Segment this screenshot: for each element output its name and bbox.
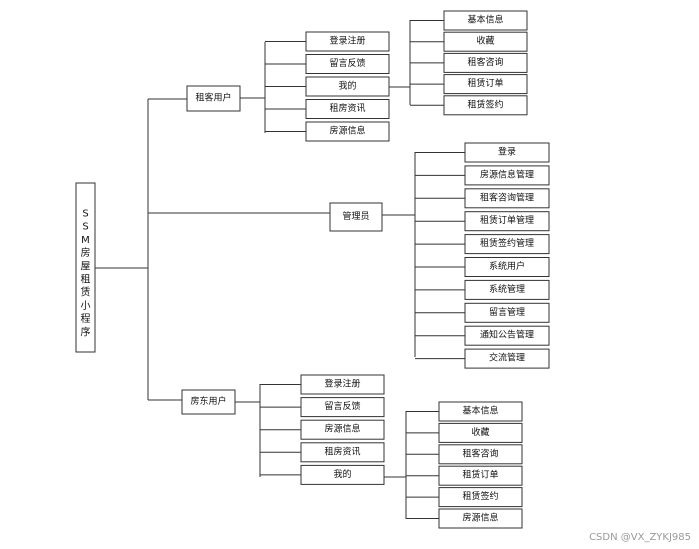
admin-item-label: 交流管理 bbox=[489, 352, 525, 364]
root-label-char: 屋 bbox=[81, 260, 91, 272]
landlord-item: 我的 bbox=[300, 464, 385, 485]
landlord-my-item: 租赁签约 bbox=[438, 487, 523, 508]
tenant-my-item: 租客咨询 bbox=[443, 52, 528, 73]
root-label-char: S bbox=[82, 209, 88, 220]
root-label-char: 序 bbox=[81, 325, 91, 338]
root-label-char: M bbox=[81, 235, 90, 246]
landlord-item-label: 留言反馈 bbox=[324, 400, 360, 412]
admin-item-label: 房源信息管理 bbox=[480, 168, 534, 180]
tenant-item-label: 登录注册 bbox=[329, 35, 365, 47]
admin-item-label: 租赁签约管理 bbox=[480, 237, 534, 249]
tenant-item: 我的 bbox=[305, 76, 390, 97]
tenant-my-item: 租赁签约 bbox=[443, 95, 528, 116]
admin-branch: 管理员 登录房源信息管理租客咨询管理租赁订单管理租赁签约管理系统用户系统管理留言… bbox=[329, 142, 550, 369]
tenant-my-item-label: 基本信息 bbox=[467, 14, 503, 26]
admin-item-label: 登录 bbox=[498, 147, 516, 158]
admin-item-label: 通知公告管理 bbox=[480, 329, 534, 341]
root-label-char: 赁 bbox=[81, 286, 91, 299]
landlord-item: 租房资讯 bbox=[300, 442, 385, 463]
landlord-item-label: 房源信息 bbox=[324, 423, 360, 435]
landlord-my-item-label: 收藏 bbox=[471, 426, 489, 438]
admin-item: 系统管理 bbox=[464, 279, 550, 300]
landlord-my-item-label: 租赁订单 bbox=[462, 469, 498, 481]
tenant-item: 房源信息 bbox=[305, 121, 390, 142]
landlord-item-label: 登录注册 bbox=[324, 378, 360, 390]
landlord-my-item: 租客咨询 bbox=[438, 444, 523, 465]
admin-item: 登录 bbox=[464, 142, 550, 163]
tenant-item-label: 留言反馈 bbox=[329, 57, 365, 69]
tenant-item-label: 我的 bbox=[338, 80, 356, 92]
admin-item-label: 租客咨询管理 bbox=[480, 191, 534, 203]
landlord-my-item-label: 房源信息 bbox=[462, 512, 498, 524]
root-label-char: S bbox=[82, 222, 88, 233]
root-label-char: 租 bbox=[81, 273, 91, 286]
tenant-my-item: 收藏 bbox=[443, 31, 528, 52]
tenant-my-item-label: 收藏 bbox=[476, 35, 494, 47]
tenant-my-item: 租赁订单 bbox=[443, 74, 528, 95]
tenant-node bbox=[186, 85, 241, 112]
tenant-my-item: 基本信息 bbox=[443, 10, 528, 31]
landlord-my-item-label: 租赁签约 bbox=[462, 490, 498, 502]
admin-label: 管理员 bbox=[342, 210, 369, 222]
tenant-my-item-label: 租赁订单 bbox=[467, 77, 503, 89]
root-label-char: 小 bbox=[81, 300, 91, 312]
admin-item: 系统用户 bbox=[464, 257, 550, 277]
tenant-my-item-label: 租赁签约 bbox=[467, 98, 503, 110]
admin-item: 通知公告管理 bbox=[464, 325, 550, 346]
admin-item-label: 留言管理 bbox=[489, 306, 525, 318]
admin-node bbox=[329, 202, 383, 232]
tenant-item: 留言反馈 bbox=[305, 54, 390, 74]
landlord-my-item: 收藏 bbox=[438, 422, 523, 443]
landlord-item: 留言反馈 bbox=[300, 397, 385, 418]
admin-item: 交流管理 bbox=[464, 348, 550, 369]
tenant-item-label: 房源信息 bbox=[329, 125, 365, 137]
tenant-item: 租房资讯 bbox=[305, 99, 390, 119]
root-label-char: 程 bbox=[81, 313, 91, 325]
admin-item: 租赁订单管理 bbox=[464, 211, 550, 232]
admin-item: 留言管理 bbox=[464, 302, 550, 323]
watermark: CSDN @VX_ZYKJ985 bbox=[589, 532, 691, 543]
tenant-item-label: 租房资讯 bbox=[329, 102, 365, 114]
landlord-item-label: 租房资讯 bbox=[324, 445, 360, 457]
landlord-my-item: 租赁订单 bbox=[438, 465, 523, 486]
tenant-label: 租客用户 bbox=[195, 92, 231, 104]
admin-item-label: 系统管理 bbox=[489, 283, 525, 295]
landlord-item: 房源信息 bbox=[300, 419, 385, 440]
landlord-item: 登录注册 bbox=[300, 374, 385, 395]
admin-item-label: 系统用户 bbox=[489, 260, 525, 272]
tenant-my-item-label: 租客咨询 bbox=[467, 56, 503, 68]
admin-item: 租客咨询管理 bbox=[464, 188, 550, 209]
landlord-item-label: 我的 bbox=[333, 468, 351, 480]
admin-items: 登录房源信息管理租客咨询管理租赁订单管理租赁签约管理系统用户系统管理留言管理通知… bbox=[415, 142, 550, 369]
landlord-my-item-label: 基本信息 bbox=[462, 405, 498, 417]
admin-item: 房源信息管理 bbox=[464, 165, 550, 186]
admin-item: 租赁签约管理 bbox=[464, 234, 550, 255]
root-label-char: 房 bbox=[81, 246, 91, 259]
admin-item-label: 租赁订单管理 bbox=[480, 214, 534, 226]
landlord-my-item-label: 租客咨询 bbox=[462, 447, 498, 459]
tenant-item: 登录注册 bbox=[305, 31, 390, 52]
root-connectors bbox=[95, 98, 330, 401]
landlord-my-item: 房源信息 bbox=[438, 508, 523, 529]
landlord-label: 房东用户 bbox=[190, 395, 226, 407]
landlord-my-item: 基本信息 bbox=[438, 401, 523, 422]
